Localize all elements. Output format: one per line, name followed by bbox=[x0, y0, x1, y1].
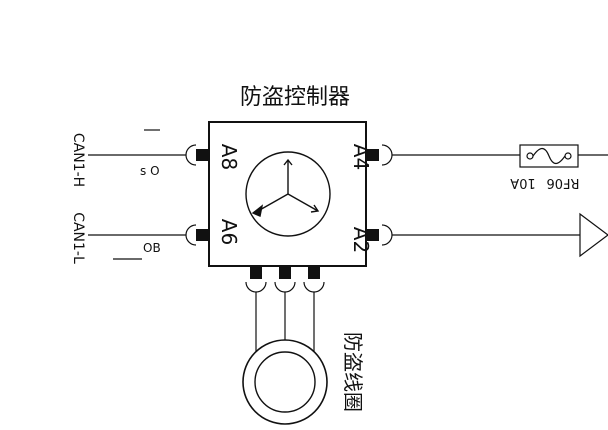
connector-arc-a6 bbox=[185, 224, 197, 246]
connector-arc-bottom-3 bbox=[303, 281, 325, 293]
fuse-id-label: RF06 bbox=[546, 175, 579, 190]
connector-arc-a8 bbox=[185, 144, 197, 166]
pin-label-a6: A6 bbox=[217, 219, 241, 245]
wire-code-top: s O bbox=[140, 164, 160, 178]
pin-terminal-bottom-3 bbox=[308, 267, 320, 279]
pin-terminal-a4 bbox=[367, 149, 379, 161]
pin-terminal-a2 bbox=[367, 229, 379, 241]
fuse-rf06 bbox=[519, 144, 579, 168]
wire-label-can-l: CAN1-L bbox=[70, 212, 86, 264]
pin-terminal-bottom-1 bbox=[250, 267, 262, 279]
coil-label: 防盗线圈 bbox=[341, 332, 365, 412]
wire-code-bottom: OB bbox=[143, 241, 161, 255]
anti-theft-coil bbox=[242, 339, 328, 425]
fuse-rating-label: 10A bbox=[510, 175, 536, 190]
pin-label-a8: A8 bbox=[217, 144, 241, 170]
connector-arc-bottom-2 bbox=[274, 281, 296, 293]
connector-arc-a2 bbox=[381, 224, 393, 246]
output-arrow-a2 bbox=[579, 212, 608, 258]
connector-arc-a4 bbox=[381, 144, 393, 166]
wire-label-can-h: CAN1-H bbox=[70, 133, 86, 187]
controller-internal-symbol bbox=[245, 151, 331, 237]
pin-terminal-bottom-2 bbox=[279, 267, 291, 279]
connector-arc-bottom-1 bbox=[245, 281, 267, 293]
pin-terminal-a6 bbox=[196, 229, 208, 241]
pin-terminal-a8 bbox=[196, 149, 208, 161]
controller-title: 防盗控制器 bbox=[240, 85, 350, 110]
